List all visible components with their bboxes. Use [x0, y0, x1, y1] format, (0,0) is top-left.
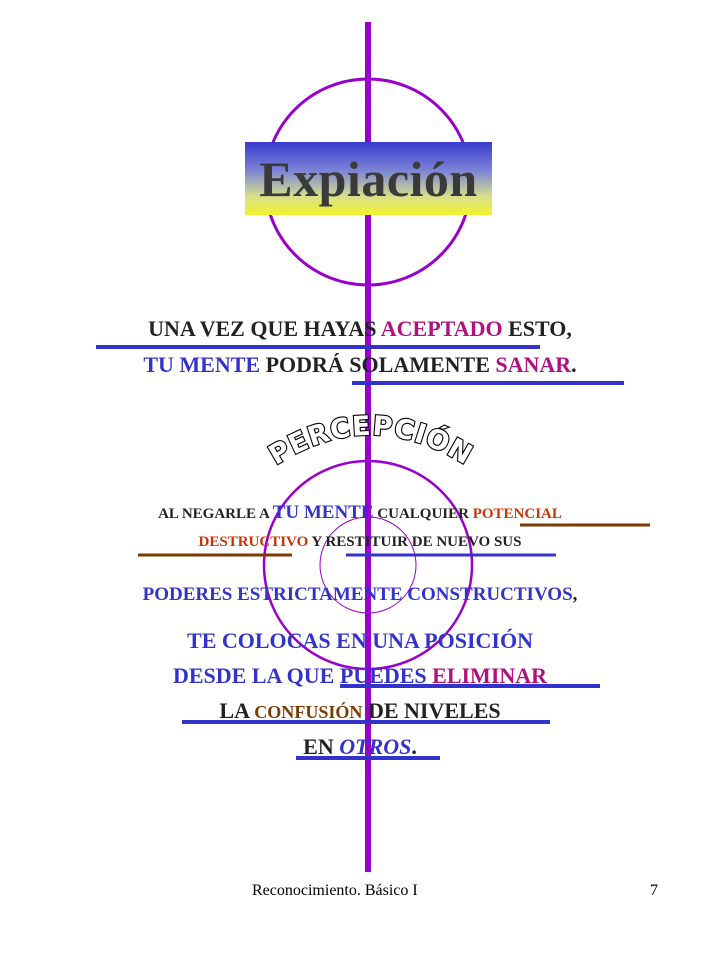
footer-title: Reconocimiento. Básico I: [252, 882, 418, 899]
perception-heading: PERCEPCIÓN: [263, 410, 479, 473]
text-line-4: DESTRUCTIVO Y RESTITUIR DE NUEVO SUS: [198, 534, 522, 550]
text-line-5: PODERES ESTRICTAMENTE CONSTRUCTIVOS,: [142, 584, 578, 605]
text-line-1: UNA VEZ QUE HAYAS ACEPTADO ESTO,: [148, 316, 572, 341]
text-line-3: AL NEGARLE A TU MENTE CUALQUIER POTENCIA…: [158, 502, 562, 523]
text-line-6: TE COLOCAS EN UNA POSICIÓN: [187, 628, 533, 653]
text-line-2: TU MENTE PODRÁ SOLAMENTE SANAR.: [143, 352, 577, 377]
text-line-8: LA CONFUSIÓN DE NIVELES: [219, 698, 501, 723]
page-title: Expiación: [259, 150, 478, 207]
text-line-7: DESDE LA QUE PUEDES ELIMINAR: [172, 663, 548, 688]
bottom-circle: [262, 459, 474, 671]
inner-circle: [319, 516, 417, 614]
title-box: Expiación: [245, 142, 492, 215]
page-number: 7: [650, 882, 658, 899]
text-line-9: EN OTROS.: [303, 734, 417, 759]
curved-heading: PERCEPCIÓN: [263, 410, 479, 473]
svg-text:PERCEPCIÓN: PERCEPCIÓN: [264, 411, 478, 472]
